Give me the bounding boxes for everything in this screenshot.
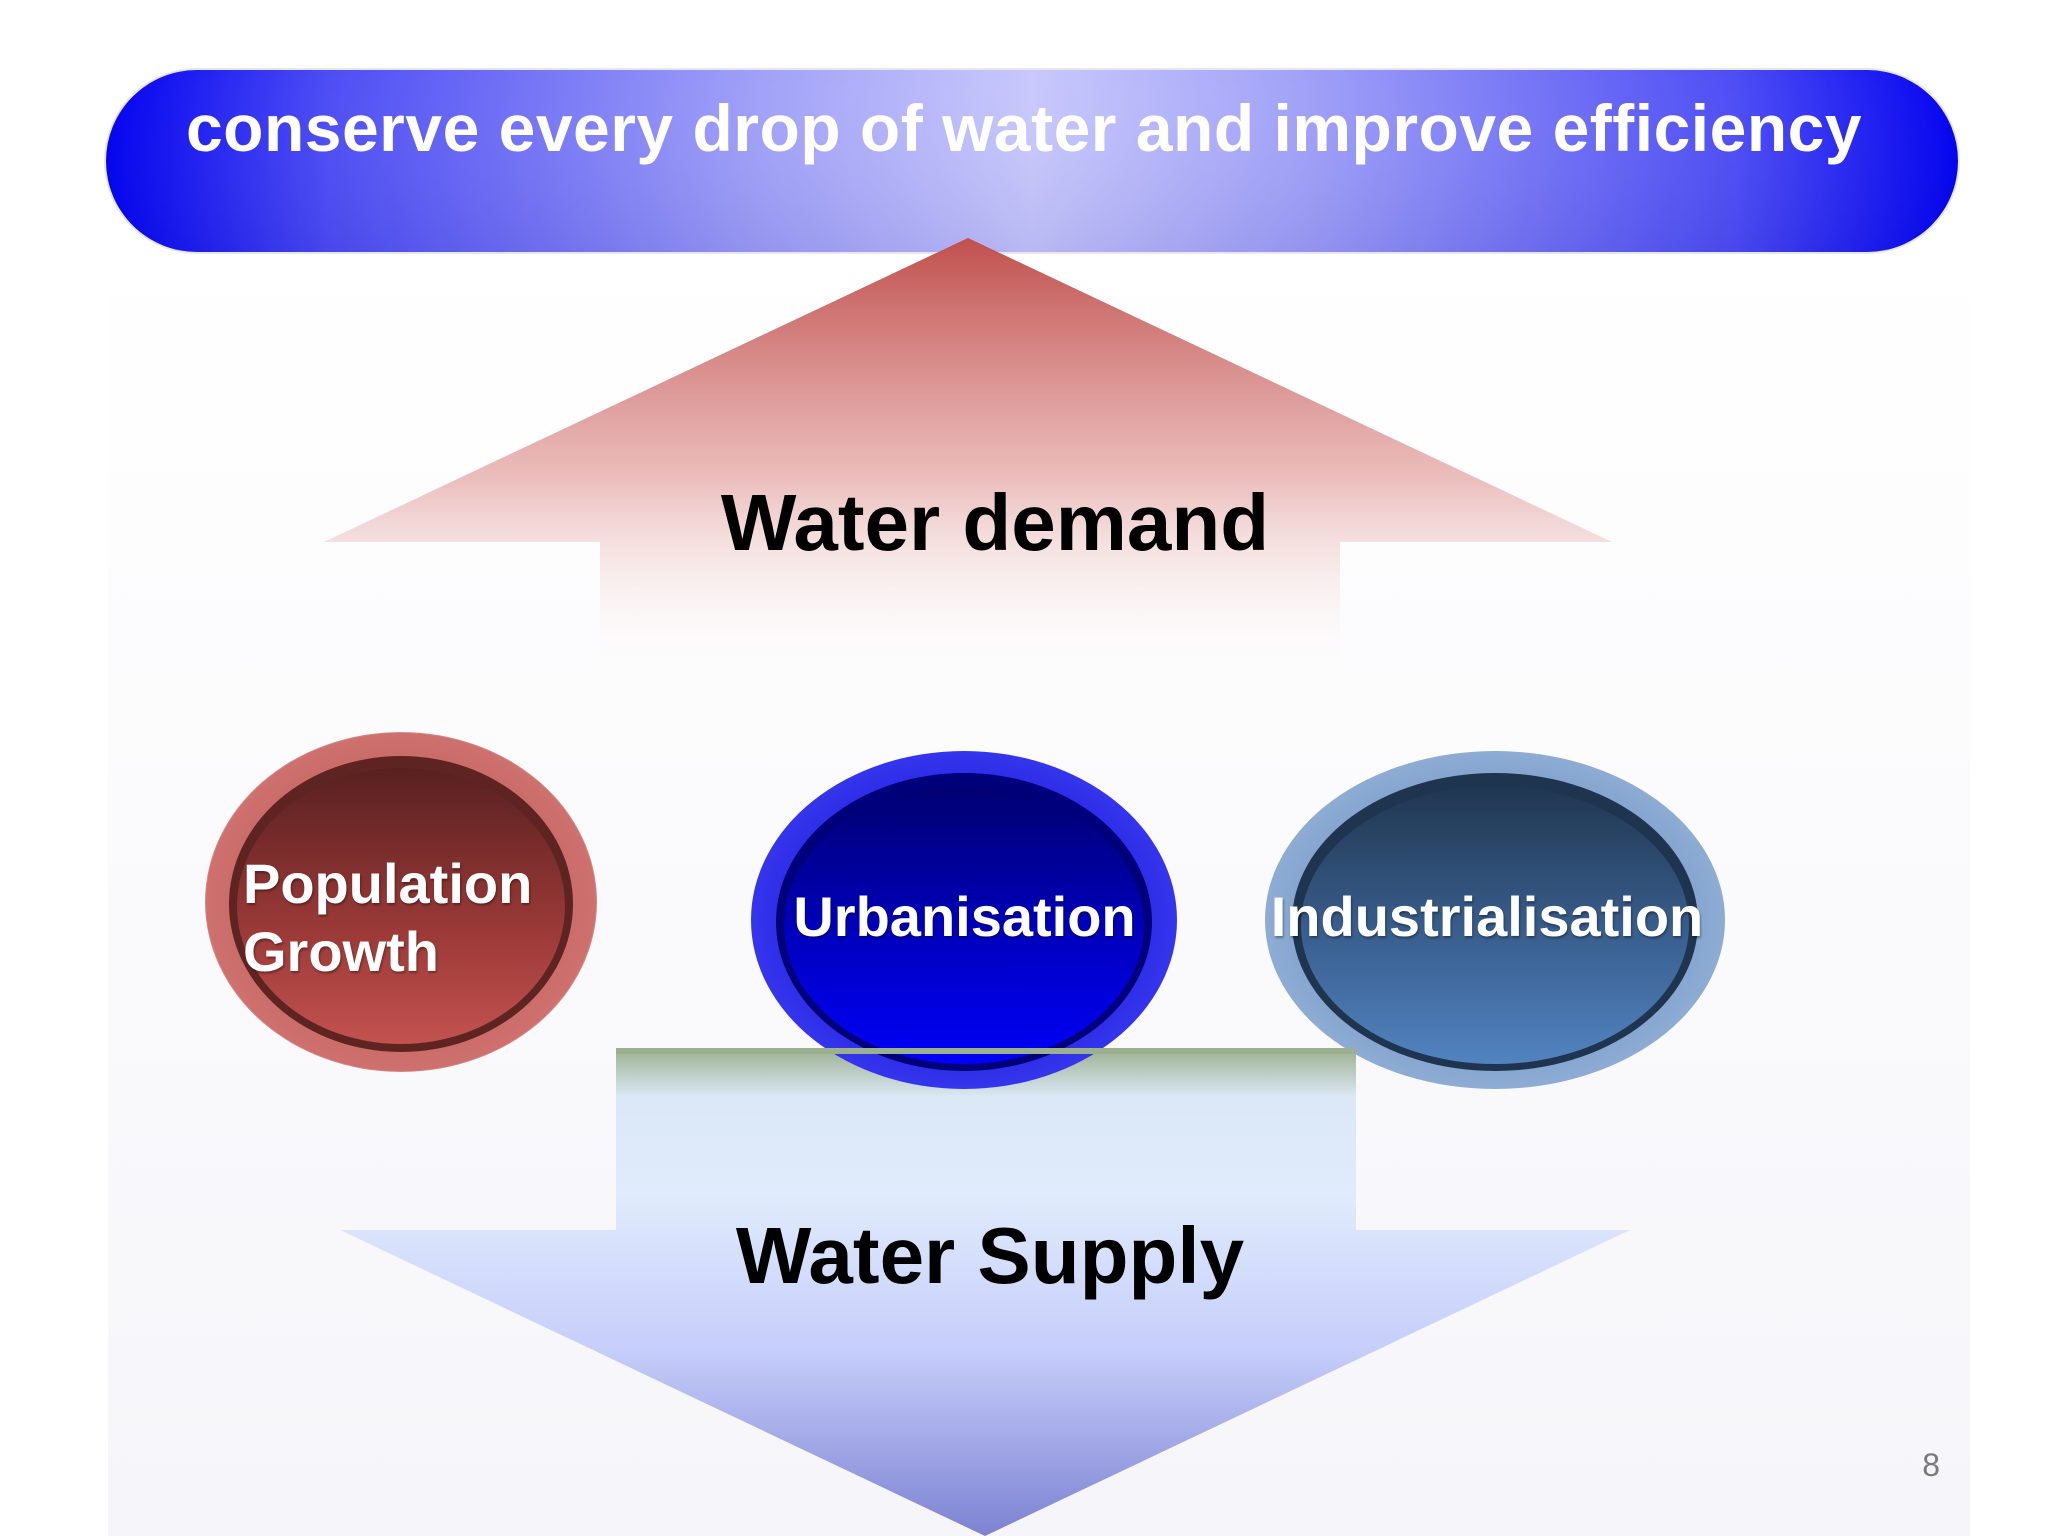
urbanisation-oval (751, 751, 1177, 1089)
water-supply-label: Water Supply (735, 1211, 1245, 1300)
industrialisation-oval (1265, 751, 1725, 1089)
supply-arrow (340, 1048, 1630, 1536)
population-growth-label: Population Growth (243, 852, 533, 983)
urbanisation-label: Urbanisation (793, 885, 1136, 948)
water-demand-label: Water demand (720, 478, 1270, 567)
page-number: 8 (1922, 1447, 1940, 1483)
banner-title: conserve every drop of water and improve… (185, 91, 1863, 165)
demand-arrow (324, 238, 1612, 680)
supply-arrow-top-edge (616, 1048, 1356, 1054)
population-growth-oval (204, 731, 598, 1073)
banner (104, 68, 1960, 254)
industrialisation-label: Industrialisation (1270, 885, 1704, 948)
